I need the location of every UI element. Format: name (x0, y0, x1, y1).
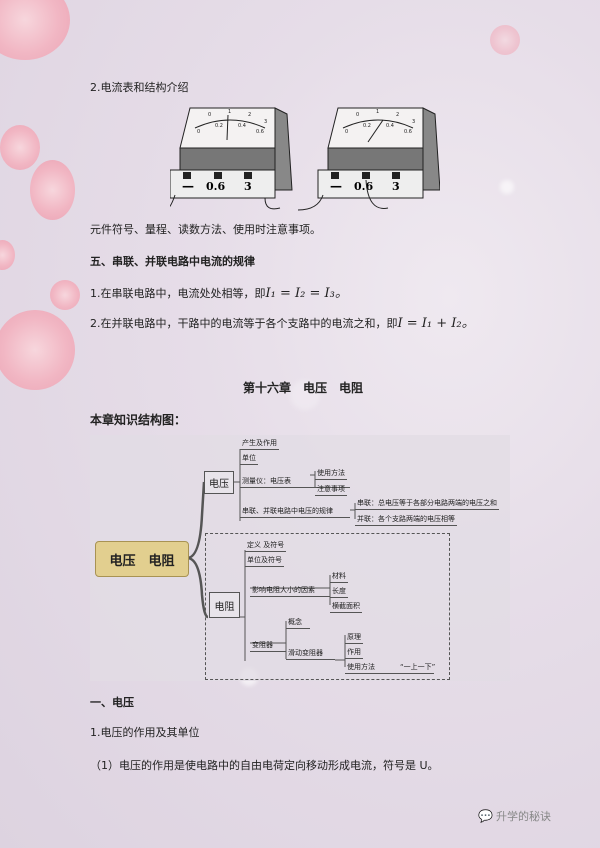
node: 定义 及符号 (245, 541, 287, 552)
ammeter-right: 0 1 2 3 0 0.2 0.4 0.6 — 0.6 3 (297, 107, 440, 211)
node: 原理 (345, 633, 363, 644)
node: 单位及符号 (245, 556, 284, 567)
watermark: 💬 升学的秘诀 (478, 808, 551, 824)
watermark-text: 升学的秘诀 (495, 810, 551, 823)
node: 变阻器 (250, 641, 286, 652)
node: 长度 (330, 587, 348, 598)
map-label: 本章知识结构图： (90, 413, 187, 427)
node-voltage: 电压 (204, 471, 234, 494)
scale-bottom-0.6: 0.6 (256, 129, 264, 135)
scale-bottom-0.4: 0.4 (238, 123, 246, 129)
terminal-negative: — (182, 179, 194, 193)
scale-top-0: 0 (356, 112, 359, 118)
ammeter-illustration: 0 1 2 3 0 0.2 0.4 0.6 — 0.6 3 0 1 2 3 0 … (170, 107, 440, 211)
node: 并联：各个支路两端的电压相等 (355, 515, 457, 526)
parallel-rule: 2.在并联电路中，干路中的电流等于各个支路中的电流之和，即I = I₁ + I₂… (90, 316, 475, 331)
terminal-negative: — (330, 179, 342, 193)
section1-heading: 一、电压 (90, 696, 134, 709)
node: 滑动变阻器 (286, 649, 335, 660)
ammeter-left: 0 1 2 3 0 0.2 0.4 0.6 — 0.6 3 (170, 107, 293, 210)
scale-top-1: 1 (228, 109, 231, 115)
series-rule: 1.在串联电路中，电流处处相等，即I₁ = I₂ = I₃。 (90, 286, 348, 301)
node: 测量仪：电压表 (240, 477, 350, 488)
scale-bottom-0: 0 (197, 129, 200, 135)
section5-heading: 五、串联、并联电路中电流的规律 (90, 255, 255, 268)
node: 作用 (345, 648, 363, 659)
node: 使用方法 (345, 663, 434, 674)
scale-bottom-0.2: 0.2 (363, 123, 371, 129)
scale-top-2: 2 (396, 112, 399, 118)
resistance-group (205, 533, 450, 680)
mind-map-root: 电压 电阻 (95, 541, 189, 577)
chapter-title: 第十六章 电压 电阻 (243, 381, 364, 395)
usage-note: “一上一下” (400, 663, 436, 671)
scale-bottom-0.6: 0.6 (404, 129, 412, 135)
terminal-3: 3 (392, 180, 400, 193)
terminal-0.6: 0.6 (354, 180, 373, 193)
node: 注意事项 (315, 485, 347, 496)
knowledge-mind-map: 电压 电阻 电压 电阻 产生及作用 单位 测量仪：电压表 串联、并联电路中电压的… (90, 435, 510, 681)
scale-top-3: 3 (264, 119, 267, 125)
voltage-definition: （1）电压的作用是使电路中的自由电荷定向移动形成电流，符号是 U。 (90, 759, 439, 772)
scale-bottom-0: 0 (345, 129, 348, 135)
node: 材料 (330, 572, 348, 583)
node: 横截面积 (330, 602, 362, 613)
scale-bottom-0.2: 0.2 (215, 123, 223, 129)
scale-top-2: 2 (248, 112, 251, 118)
terminal-0.6: 0.6 (206, 180, 225, 193)
node: 概念 (286, 618, 310, 629)
node: 串联、并联电路中电压的规律 (240, 507, 350, 518)
node: 影响电阻大小的因素 (250, 586, 330, 597)
scale-bottom-0.4: 0.4 (386, 123, 394, 129)
node: 使用方法 (315, 469, 347, 480)
ammeter-section-title: 2.电流表和结构介绍 (90, 81, 189, 94)
wechat-icon: 💬 (478, 809, 493, 823)
node: 串联：总电压等于各部分电路两端的电压之和 (355, 499, 499, 510)
node-resistance: 电阻 (209, 592, 240, 618)
scale-top-0: 0 (208, 112, 211, 118)
ammeter-note: 元件符号、量程、读数方法、使用时注意事项。 (90, 223, 321, 236)
scale-top-3: 3 (412, 119, 415, 125)
section1-subheading: 1.电压的作用及其单位 (90, 726, 200, 739)
terminal-3: 3 (244, 180, 252, 193)
scale-top-1: 1 (376, 109, 379, 115)
node: 单位 (240, 454, 258, 465)
node: 产生及作用 (240, 439, 279, 450)
